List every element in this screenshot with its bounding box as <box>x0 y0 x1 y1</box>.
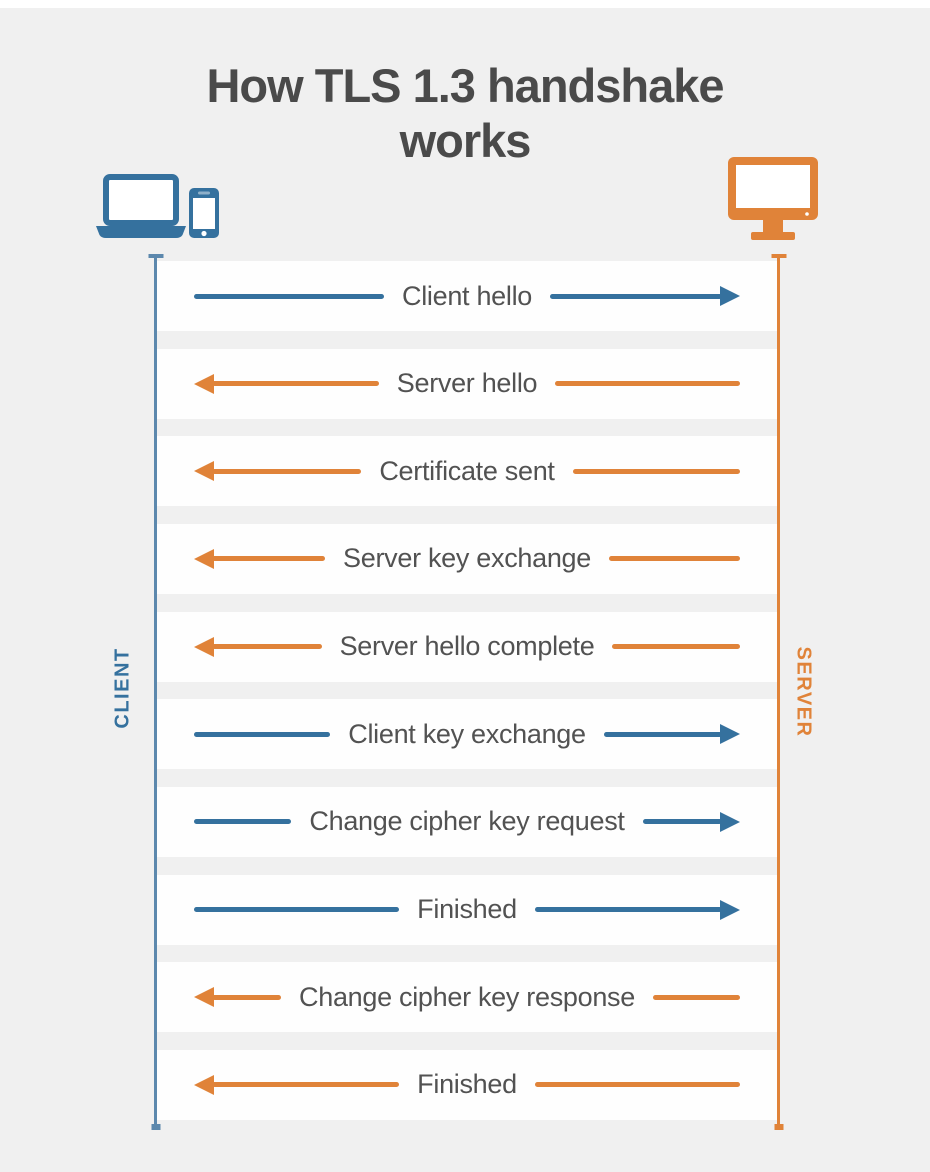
arrow-right-segment <box>550 286 741 306</box>
arrow-line-left <box>212 1082 400 1088</box>
arrow-left-segment <box>194 293 385 299</box>
arrowhead-left-icon <box>194 548 214 569</box>
message-row-3-server-to-client: Certificate sent <box>157 436 777 507</box>
server-monitor-svg <box>728 157 818 240</box>
server-label: SERVER <box>792 646 815 738</box>
arrow-right-segment <box>534 899 740 920</box>
arrow-line-right <box>652 994 741 1000</box>
arrow-left-segment <box>194 907 400 913</box>
arrow-line-left <box>194 907 400 913</box>
client-lifeline <box>154 255 157 1128</box>
message-label: Client hello <box>402 280 532 311</box>
arrowhead-right-icon <box>720 811 741 832</box>
arrow-left-segment <box>194 1074 400 1095</box>
message-row-2-server-to-client: Server hello <box>157 348 777 419</box>
arrow-right-segment <box>652 994 741 1000</box>
server-lifeline <box>777 255 780 1128</box>
message-label: Client key exchange <box>348 718 586 749</box>
arrow-line-right <box>612 644 741 650</box>
arrow-left-segment <box>194 548 326 569</box>
message-label: Server hello <box>396 368 538 399</box>
message-row-10-server-to-client: Finished <box>157 1049 777 1120</box>
arrow-left-segment <box>194 987 282 1008</box>
message-label: Finished <box>417 894 517 925</box>
message-label: Change cipher key response <box>299 981 635 1012</box>
arrow-line-right <box>608 556 741 562</box>
arrow-right-segment <box>572 468 740 474</box>
arrowhead-right-icon <box>720 724 741 745</box>
message-label: Finished <box>417 1069 517 1100</box>
arrow-right-segment <box>534 1082 740 1088</box>
message-label: Change cipher key request <box>309 806 625 837</box>
desktop-monitor-icon <box>727 156 819 240</box>
message-row-8-client-to-server: Finished <box>157 874 777 945</box>
arrow-line-left <box>194 731 331 737</box>
arrow-line-left <box>194 819 292 825</box>
arrow-line-left <box>212 381 379 387</box>
sequence-diagram: Client hello Server hello Certificate se… <box>154 255 780 1128</box>
top-strip <box>0 0 930 8</box>
arrow-line-left <box>212 644 322 650</box>
arrow-right-segment <box>642 811 741 832</box>
arrow-left-segment <box>194 636 322 657</box>
arrowhead-left-icon <box>194 373 214 394</box>
arrow-left-segment <box>194 461 362 482</box>
arrow-line-left <box>212 468 362 474</box>
message-row-6-client-to-server: Client key exchange <box>157 699 777 770</box>
arrowhead-left-icon <box>194 1074 214 1095</box>
message-row-9-server-to-client: Change cipher key response <box>157 962 777 1033</box>
arrowhead-left-icon <box>194 461 214 482</box>
page-title: How TLS 1.3 handshake works <box>206 59 724 168</box>
arrow-line-right <box>550 293 723 299</box>
arrow-line-right <box>603 731 723 737</box>
message-row-4-server-to-client: Server key exchange <box>157 523 777 594</box>
messages: Client hello Server hello Certificate se… <box>157 261 777 1120</box>
message-row-1-client-to-server: Client hello <box>157 261 777 331</box>
arrow-line-right <box>534 1082 740 1088</box>
arrow-left-segment <box>194 373 379 394</box>
arrowhead-left-icon <box>194 636 214 657</box>
arrow-line-right <box>642 819 723 825</box>
arrowhead-right-icon <box>720 899 740 920</box>
message-row-5-server-to-client: Server hello complete <box>157 611 777 682</box>
arrow-line-right <box>534 907 722 913</box>
arrow-line-right <box>572 468 740 474</box>
arrowhead-left-icon <box>194 987 214 1008</box>
arrow-right-segment <box>612 644 741 650</box>
client-label: CLIENT <box>111 647 134 729</box>
arrow-left-segment <box>194 819 292 825</box>
arrow-right-segment <box>555 381 741 387</box>
laptop-and-smartphone-icon <box>95 174 219 238</box>
message-label: Server key exchange <box>343 543 591 574</box>
arrow-right-segment <box>608 556 741 562</box>
arrow-left-segment <box>194 731 331 737</box>
arrow-line-right <box>555 381 741 387</box>
message-label: Server hello complete <box>339 631 595 662</box>
arrow-line-left <box>212 994 282 1000</box>
arrowhead-right-icon <box>720 286 741 306</box>
client-devices-svg <box>96 174 219 238</box>
arrow-right-segment <box>603 724 741 745</box>
message-row-7-client-to-server: Change cipher key request <box>157 786 777 857</box>
arrow-line-left <box>212 556 326 562</box>
arrow-line-left <box>194 293 385 299</box>
message-label: Certificate sent <box>379 455 555 486</box>
